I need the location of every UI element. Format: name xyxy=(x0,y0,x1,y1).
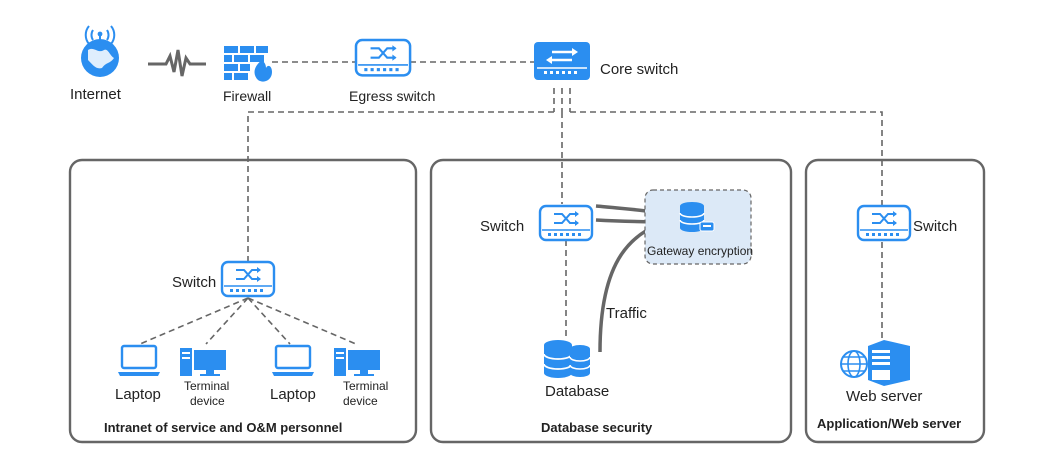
zone-intranet-label: Intranet of service and O&M personnel xyxy=(104,420,342,435)
firewall-label: Firewall xyxy=(223,88,271,104)
switch-app-label: Switch xyxy=(913,218,957,235)
database-icon xyxy=(543,340,591,378)
core-switch-label: Core switch xyxy=(600,61,678,78)
terminal-2-label-line2: device xyxy=(343,394,378,408)
terminal-2-label-line1: Terminal xyxy=(343,379,388,393)
database-label: Database xyxy=(545,383,609,400)
terminal-1-icon xyxy=(180,348,226,376)
core-switch-icon xyxy=(534,42,590,80)
switch-intranet-label: Switch xyxy=(172,274,216,291)
laptop-2-icon xyxy=(270,344,316,378)
web-server-icon xyxy=(840,340,910,386)
zone-database-security xyxy=(429,158,793,444)
firewall-icon xyxy=(224,46,272,82)
laptop-1-icon xyxy=(116,344,162,378)
laptop-1-label: Laptop xyxy=(115,386,161,403)
gateway-db-icon xyxy=(679,202,715,232)
switch-intranet-icon xyxy=(220,260,276,298)
zone-app-web-server xyxy=(804,158,986,444)
connection-lines xyxy=(139,61,883,345)
zone-app-web-server-label: Application/Web server xyxy=(817,416,961,431)
egress-switch-icon xyxy=(354,38,412,77)
zone-intranet xyxy=(68,158,418,444)
terminal-1-label-line1: Terminal xyxy=(184,379,229,393)
signal-wave-icon xyxy=(148,49,206,77)
egress-switch-label: Egress switch xyxy=(349,88,435,104)
web-server-label: Web server xyxy=(846,388,922,405)
switch-app-icon xyxy=(856,204,912,242)
zone-database-security-label: Database security xyxy=(541,420,653,435)
internet-label: Internet xyxy=(70,86,122,103)
switch-db-icon xyxy=(538,204,594,242)
terminal-1-label-line2: device xyxy=(190,394,225,408)
internet-icon xyxy=(81,25,119,77)
laptop-2-label: Laptop xyxy=(270,386,316,403)
traffic-label: Traffic xyxy=(606,305,647,322)
gateway-encryption-label: Gateway encryption xyxy=(647,244,753,258)
terminal-2-icon xyxy=(334,348,380,376)
switch-db-label: Switch xyxy=(480,218,524,235)
